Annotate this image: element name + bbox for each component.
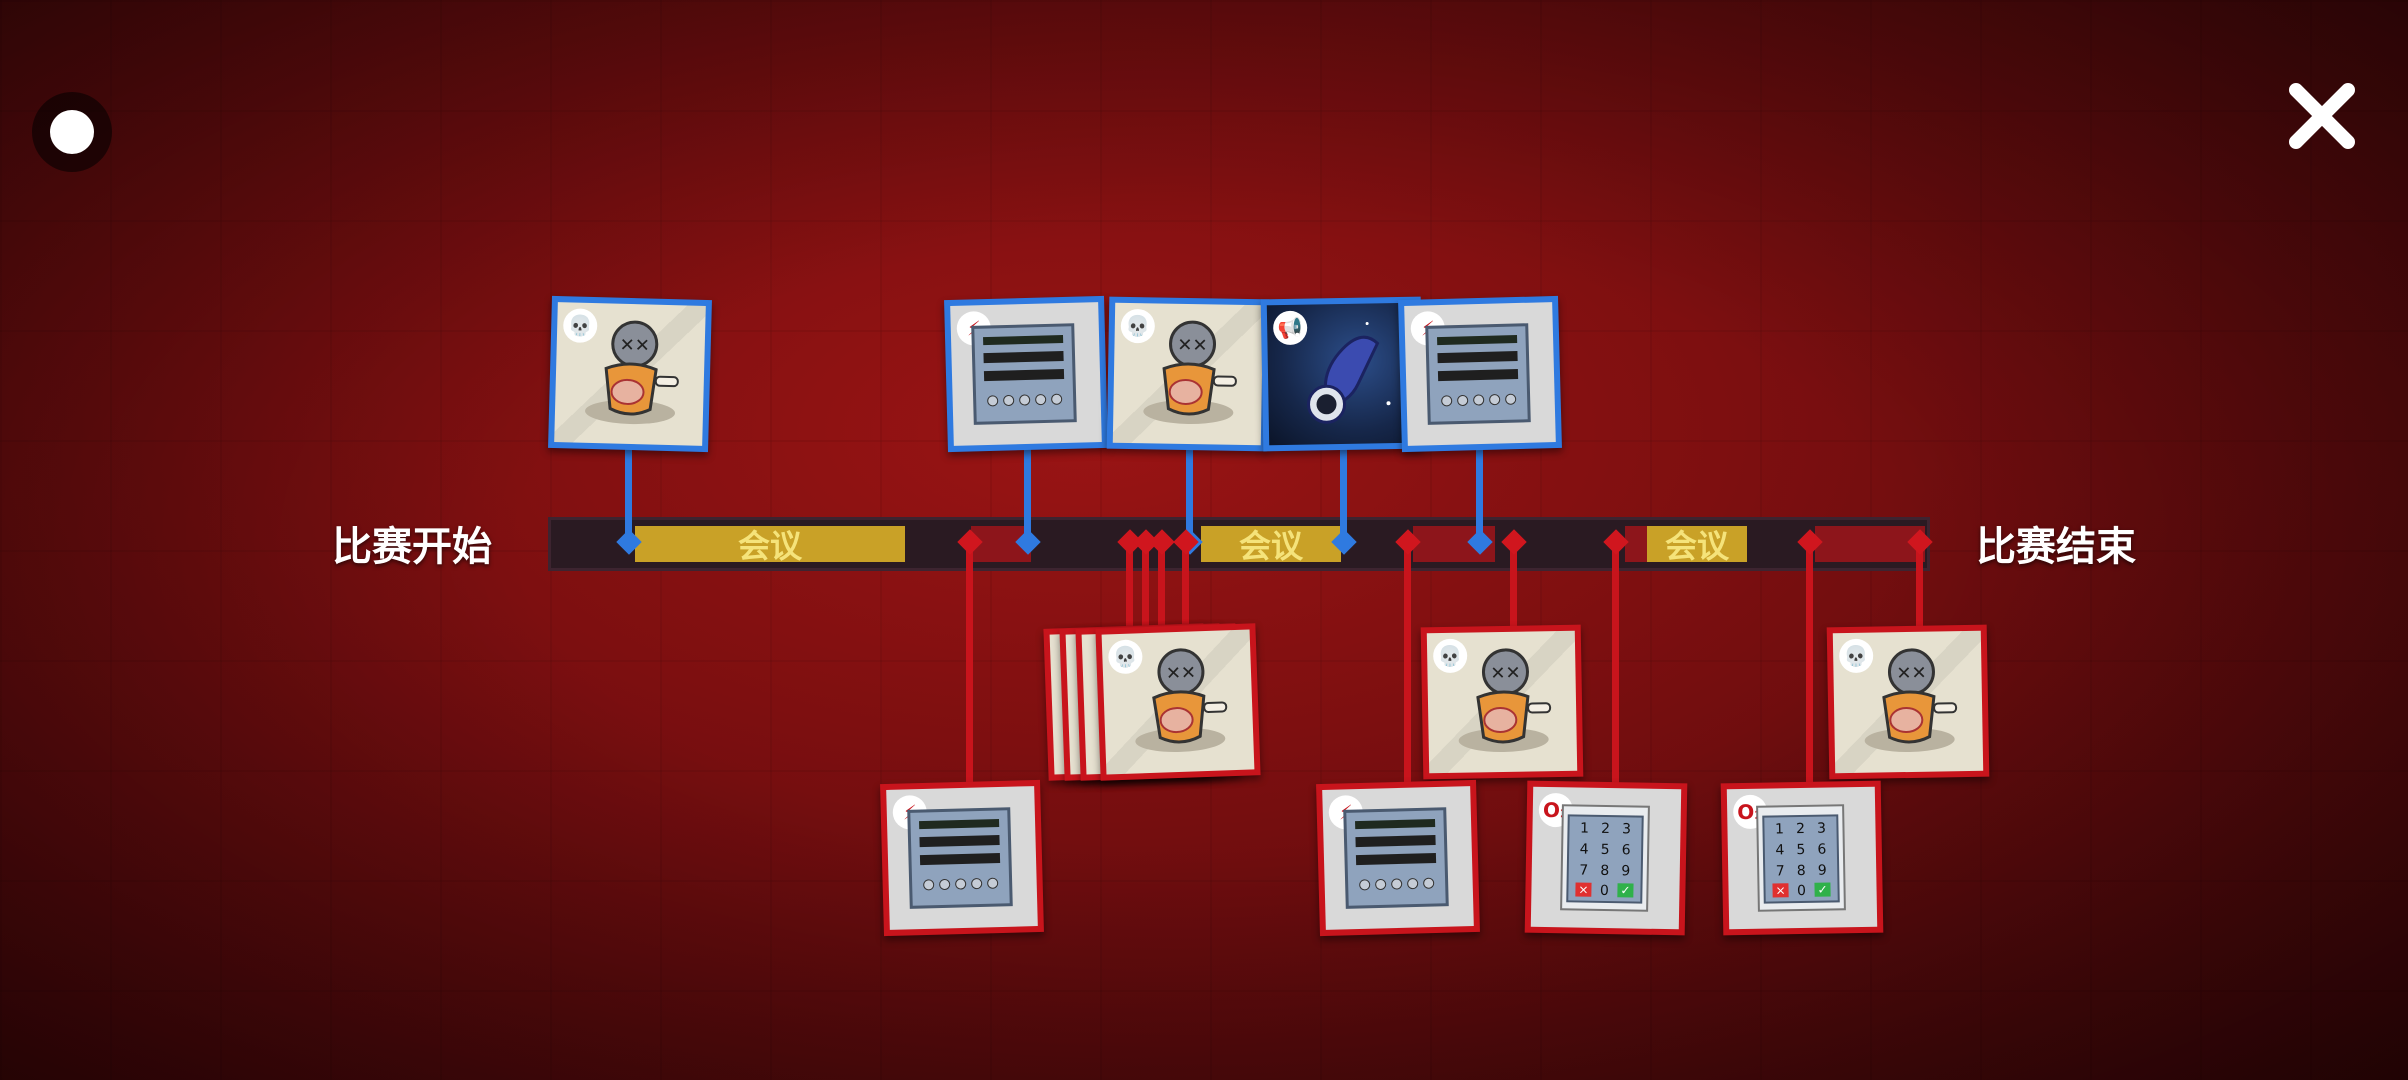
svg-text:✓: ✓ [1817, 883, 1827, 897]
svg-text:9: 9 [1621, 863, 1630, 879]
svg-text:3: 3 [1622, 821, 1631, 837]
record-dot-icon [50, 110, 94, 154]
svg-text:✕✕: ✕✕ [1177, 335, 1208, 357]
dead-body-icon: ✕✕ [1143, 320, 1237, 425]
sabotage-lights-card[interactable]: ⚡ [880, 779, 1044, 937]
impostor-event-connector [1158, 540, 1165, 680]
svg-text:8: 8 [1797, 863, 1806, 879]
floating-crewmate-icon [1295, 322, 1391, 424]
svg-text:7: 7 [1579, 863, 1588, 879]
svg-text:1: 1 [1580, 821, 1589, 837]
svg-text:2: 2 [1796, 821, 1805, 837]
svg-text:5: 5 [1601, 842, 1610, 858]
impostor-event-connector [966, 540, 973, 790]
svg-text:8: 8 [1600, 863, 1609, 879]
electrical-panel-icon [1425, 323, 1531, 425]
svg-text:0: 0 [1600, 883, 1609, 899]
dead-body-icon: ✕✕ [585, 320, 679, 425]
kill-card[interactable]: 💀 ✕✕ [1826, 624, 1990, 780]
crew-event-connector [625, 440, 632, 540]
record-button[interactable] [32, 92, 112, 172]
body-report-card[interactable]: 💀 ✕✕ [548, 295, 712, 453]
meeting-segment: 会议 [1647, 526, 1747, 565]
svg-text:4: 4 [1580, 842, 1589, 858]
svg-text:3: 3 [1817, 821, 1826, 837]
crew-event-connector [1340, 440, 1347, 540]
svg-text:✕✕: ✕✕ [619, 335, 650, 357]
svg-text:0: 0 [1797, 883, 1806, 899]
svg-text:6: 6 [1622, 842, 1631, 858]
impostor-event-connector [1510, 540, 1517, 640]
svg-text:2: 2 [1601, 821, 1610, 837]
sabotage-lights-card[interactable]: ⚡ [1316, 779, 1480, 937]
match-start-label: 比赛开始 [332, 524, 492, 570]
svg-text:5: 5 [1796, 842, 1805, 858]
sabotage-lights-card[interactable]: ⚡ [944, 295, 1108, 453]
meeting-segment: 会议 [635, 526, 905, 565]
svg-text:6: 6 [1817, 842, 1826, 858]
emergency-meeting-card[interactable]: 📢 [1260, 296, 1424, 452]
impostor-event-connector [1806, 540, 1813, 790]
impostor-event-connector [1612, 540, 1619, 790]
electrical-panel-icon [971, 323, 1077, 425]
impostor-event-connector [1182, 540, 1189, 680]
dead-body-icon: ✕✕ [1458, 648, 1552, 753]
svg-text:7: 7 [1776, 863, 1785, 879]
svg-text:4: 4 [1775, 842, 1784, 858]
impostor-event-connector [1404, 540, 1411, 790]
impostor-event-connector [1142, 540, 1149, 680]
svg-text:×: × [1775, 883, 1785, 897]
svg-text:1: 1 [1775, 821, 1784, 837]
meeting-segment: 会议 [1201, 526, 1341, 565]
dead-body-icon: ✕✕ [1864, 648, 1958, 753]
electrical-panel-icon [907, 807, 1013, 909]
kill-card[interactable]: 💀 ✕✕ [1420, 624, 1584, 780]
kill-card[interactable]: 💀 ✕✕ [1095, 623, 1261, 781]
timeline-track: 会议 会议 会议 [548, 517, 1930, 571]
impostor-event-connector [1916, 540, 1923, 640]
electrical-panel-icon [1343, 807, 1449, 909]
svg-text:×: × [1578, 883, 1588, 897]
svg-text:✕✕: ✕✕ [1166, 662, 1197, 684]
close-button[interactable] [2282, 76, 2362, 156]
svg-text:✕✕: ✕✕ [1490, 663, 1521, 685]
dead-body-icon: ✕✕ [1135, 648, 1228, 753]
svg-text:✕✕: ✕✕ [1896, 663, 1927, 685]
svg-text:9: 9 [1818, 863, 1827, 879]
sabotage-lights-card[interactable]: ⚡ [1398, 295, 1562, 453]
body-report-card[interactable]: 💀 ✕✕ [1106, 296, 1270, 452]
crew-event-connector [1476, 440, 1483, 540]
impostor-event-connector [1126, 540, 1133, 680]
crew-event-connector [1024, 440, 1031, 540]
crew-event-connector [1186, 440, 1193, 540]
sabotage-segment [1815, 526, 1925, 562]
match-end-label: 比赛结束 [1976, 524, 2136, 570]
svg-text:✓: ✓ [1620, 883, 1630, 897]
close-icon [2289, 83, 2355, 149]
